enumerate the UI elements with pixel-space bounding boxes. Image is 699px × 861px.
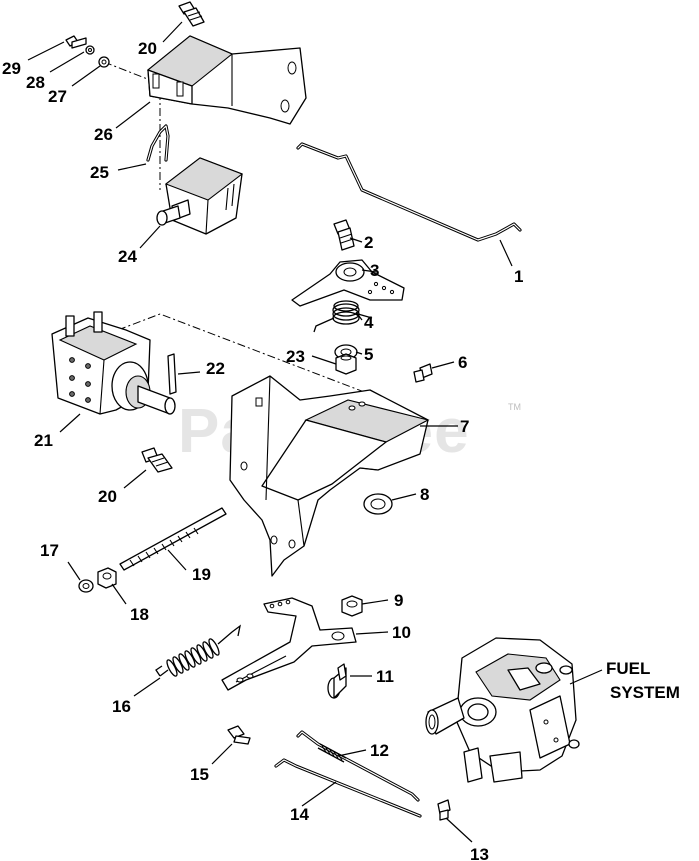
callout-29: 29 bbox=[2, 59, 21, 78]
callout-11: 11 bbox=[376, 667, 394, 686]
callout-6: 6 bbox=[458, 353, 467, 372]
callout-20-top: 20 bbox=[138, 39, 157, 58]
callout-7: 7 bbox=[460, 417, 469, 436]
callout-24: 24 bbox=[118, 247, 137, 266]
callout-20-mid: 20 bbox=[98, 487, 117, 506]
part-11-carriage-bolt bbox=[327, 663, 347, 699]
callout-16: 16 bbox=[112, 697, 131, 716]
callout-12: 12 bbox=[370, 741, 389, 760]
part-3-throttle-lever bbox=[291, 259, 405, 307]
callout-2: 2 bbox=[364, 233, 373, 252]
callout-5: 5 bbox=[364, 345, 373, 364]
watermark-trademark: TM bbox=[508, 402, 521, 412]
part-28-lockwasher bbox=[85, 45, 95, 55]
callout-13: 13 bbox=[470, 845, 489, 861]
callout-8: 8 bbox=[420, 485, 429, 504]
callout-4: 4 bbox=[364, 313, 374, 332]
part-16-governor-spring bbox=[155, 624, 241, 677]
part-25-clip bbox=[146, 124, 170, 162]
part-9-nut bbox=[341, 595, 363, 617]
callout-21: 21 bbox=[34, 431, 53, 450]
callout-15: 15 bbox=[190, 765, 209, 784]
leader-lines bbox=[27, 21, 603, 843]
part-22-pin bbox=[167, 353, 177, 395]
part-18-nut bbox=[97, 567, 117, 589]
callout-27: 27 bbox=[48, 87, 67, 106]
part-20-screw-mid bbox=[141, 447, 173, 473]
callout-10: 10 bbox=[392, 623, 411, 642]
part-7-control-bracket bbox=[229, 375, 430, 577]
part-1-throttle-rod bbox=[296, 142, 522, 242]
callout-9: 9 bbox=[394, 591, 403, 610]
part-26-solenoid-bracket bbox=[146, 35, 307, 125]
callout-26: 26 bbox=[94, 125, 113, 144]
part-6-screw bbox=[413, 363, 433, 383]
callout-labels: 20 29 28 27 26 25 24 1 2 3 4 5 23 6 22 7… bbox=[2, 39, 680, 861]
part-24-solenoid bbox=[156, 157, 244, 235]
part-20-screw-top bbox=[178, 1, 205, 27]
part-17-washer bbox=[78, 579, 94, 593]
fuel-system-label-line2: SYSTEM bbox=[610, 683, 680, 702]
part-14-throttle-link bbox=[274, 758, 422, 818]
callout-23: 23 bbox=[286, 347, 305, 366]
part-4-torsion-spring bbox=[313, 300, 373, 333]
callout-25: 25 bbox=[90, 163, 109, 182]
callout-19: 19 bbox=[192, 565, 211, 584]
part-23-nut bbox=[335, 353, 357, 375]
callout-18: 18 bbox=[130, 605, 149, 624]
part-15-clip bbox=[227, 725, 251, 745]
part-8-washer bbox=[363, 493, 393, 515]
callout-1: 1 bbox=[514, 267, 523, 286]
callout-17: 17 bbox=[40, 541, 59, 560]
part-2-screw bbox=[333, 219, 355, 251]
part-13-screw bbox=[437, 799, 451, 821]
part-19-threaded-rod bbox=[119, 507, 227, 571]
part-27-washer bbox=[98, 56, 110, 68]
callout-22: 22 bbox=[206, 359, 225, 378]
callout-3: 3 bbox=[370, 261, 379, 280]
fuel-system-carburetor bbox=[425, 637, 580, 783]
fuel-system-label-line1: FUEL bbox=[606, 659, 650, 678]
part-10-governor-lever bbox=[221, 597, 357, 691]
callout-14: 14 bbox=[290, 805, 309, 824]
part-12-governor-spring-link bbox=[296, 730, 420, 802]
part-29-screw bbox=[65, 35, 87, 49]
part-21-fuel-solenoid bbox=[51, 311, 176, 415]
callout-28: 28 bbox=[26, 73, 45, 92]
alignment-lines bbox=[103, 61, 381, 399]
